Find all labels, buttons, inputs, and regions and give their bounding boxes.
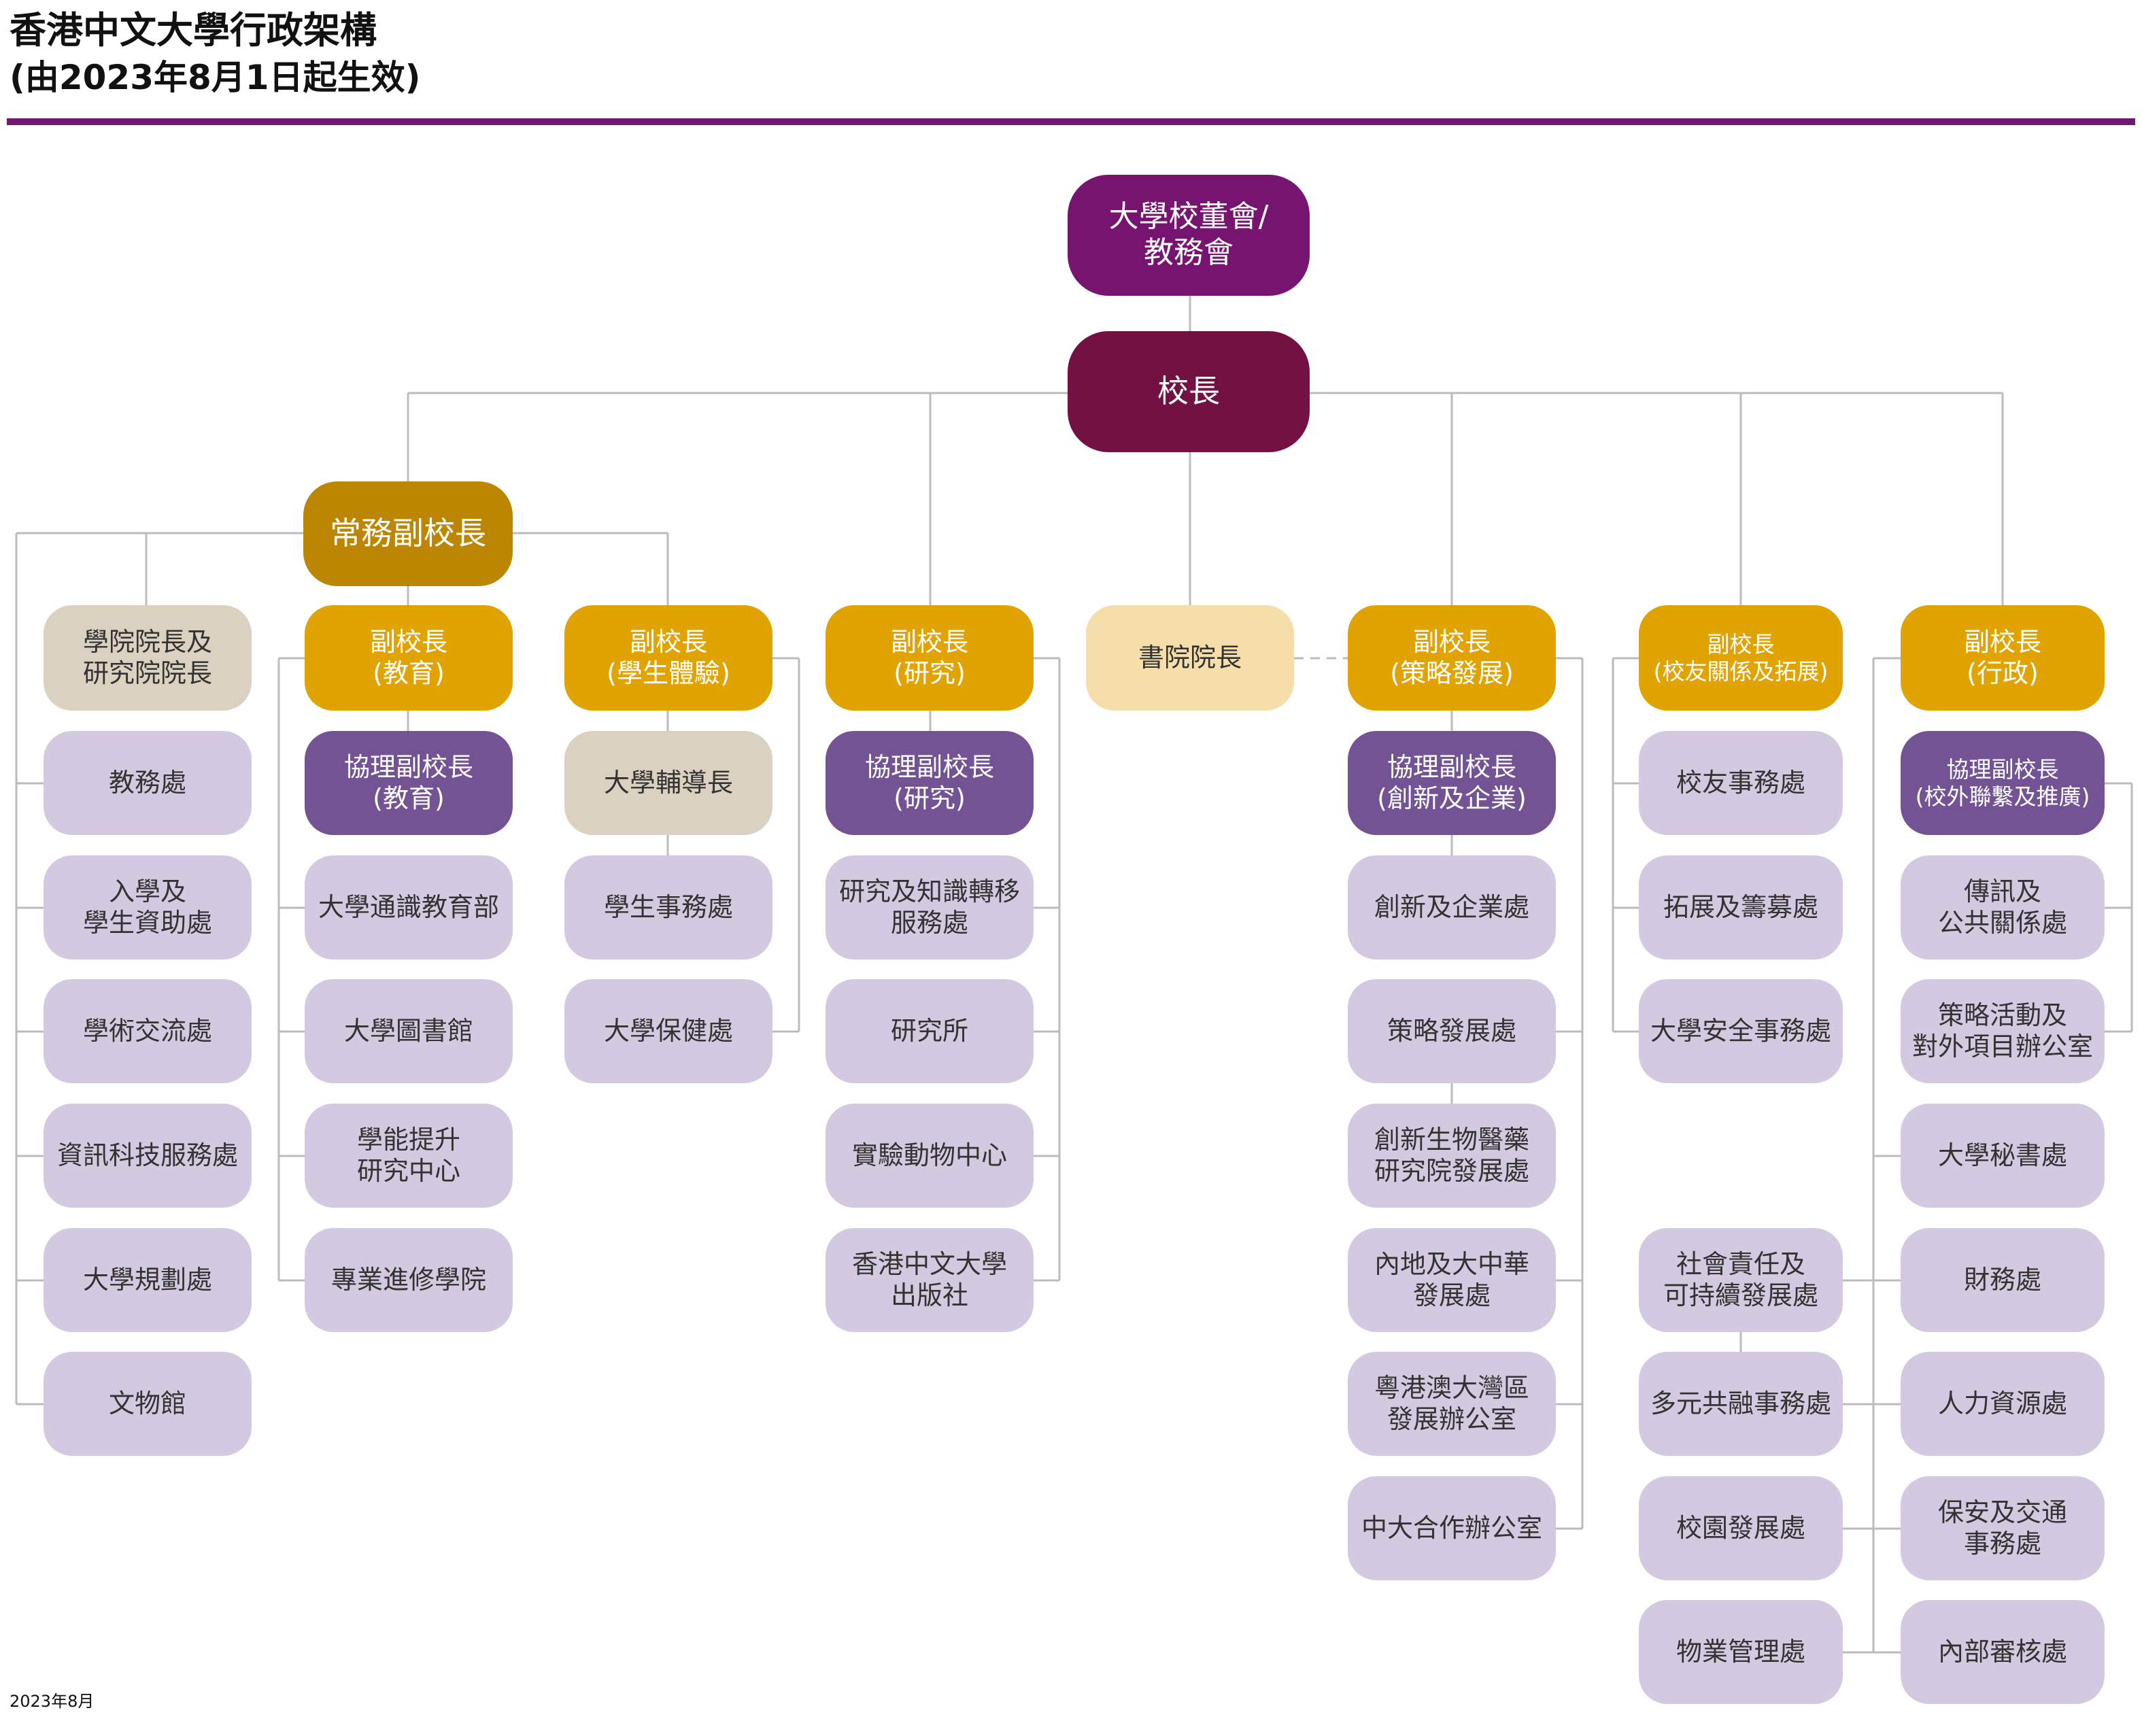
dean-of-students-box: 大學輔導長 (564, 731, 772, 835)
health-service-box: 大學保健處 (564, 979, 772, 1083)
art-museum-box: 文物館 (44, 1352, 252, 1456)
celt-box: 學能提升 研究中心 (305, 1104, 513, 1208)
biomed-box: 創新生物醫藥 研究院發展處 (1348, 1104, 1556, 1208)
campus-development-box: 校園發展處 (1639, 1476, 1843, 1580)
president-box: 校長 (1068, 331, 1310, 452)
finance-box: 財務處 (1901, 1228, 2105, 1332)
admissions-box: 入學及 學生資助處 (44, 855, 252, 959)
lab-animal-box: 實驗動物中心 (826, 1104, 1034, 1208)
institutes-box: 研究所 (826, 979, 1034, 1083)
student-affairs-box: 學生事務處 (564, 855, 772, 959)
gba-box: 粵港澳大灣區 發展辦公室 (1348, 1352, 1556, 1456)
college-heads-box: 書院院長 (1086, 605, 1294, 711)
innovation-office-box: 創新及企業處 (1348, 855, 1556, 959)
general-education-box: 大學通識教育部 (305, 855, 513, 959)
vp-student-box: 副校長 (學生體驗) (564, 605, 772, 711)
academic-links-box: 學術交流處 (44, 979, 252, 1083)
partnership-box: 中大合作辦公室 (1348, 1476, 1556, 1580)
strategy-office-box: 策略發展處 (1348, 979, 1556, 1083)
strategic-events-box: 策略活動及 對外項目辦公室 (1901, 979, 2105, 1083)
vp-education-box: 副校長 (教育) (305, 605, 513, 711)
avp-innovation-box: 協理副校長 (創新及企業) (1348, 731, 1556, 835)
itsc-box: 資訊科技服務處 (44, 1104, 252, 1208)
press-box: 香港中文大學 出版社 (826, 1228, 1034, 1332)
hr-box: 人力資源處 (1901, 1352, 2105, 1456)
csr-box: 社會責任及 可持續發展處 (1639, 1228, 1843, 1332)
communications-box: 傳訊及 公共關係處 (1901, 855, 2105, 959)
security-box: 保安及交通 事務處 (1901, 1476, 2105, 1580)
planning-box: 大學規劃處 (44, 1228, 252, 1332)
secretariat-box: 大學秘書處 (1901, 1104, 2105, 1208)
page-title: 香港中文大學行政架構 (10, 9, 377, 52)
diversity-box: 多元共融事務處 (1639, 1352, 1843, 1456)
avp-education-box: 協理副校長 (教育) (305, 731, 513, 835)
registry-box: 教務處 (44, 731, 252, 835)
footer-date: 2023年8月 (10, 1692, 95, 1711)
deans-box: 學院院長及 研究院院長 (44, 605, 252, 711)
page-subtitle: (由2023年8月1日起生效) (10, 58, 421, 97)
alumni-affairs-box: 校友事務處 (1639, 731, 1843, 835)
vp-admin-box: 副校長 (行政) (1901, 605, 2105, 711)
estates-box: 物業管理處 (1639, 1600, 1843, 1704)
provost-box: 常務副校長 (303, 481, 513, 586)
scs-box: 專業進修學院 (305, 1228, 513, 1332)
audit-box: 內部審核處 (1901, 1600, 2105, 1704)
vp-research-box: 副校長 (研究) (826, 605, 1034, 711)
avp-research-box: 協理副校長 (研究) (826, 731, 1034, 835)
library-box: 大學圖書館 (305, 979, 513, 1083)
title-rule (7, 118, 2135, 125)
avp-external-box: 協理副校長 (校外聯繫及推廣) (1901, 731, 2105, 835)
development-box: 拓展及籌募處 (1639, 855, 1843, 959)
council-box: 大學校董會/ 教務會 (1068, 175, 1310, 296)
safety-box: 大學安全事務處 (1639, 979, 1843, 1083)
mainland-box: 內地及大中華 發展處 (1348, 1228, 1556, 1332)
vp-strategy-box: 副校長 (策略發展) (1348, 605, 1556, 711)
ortks-box: 研究及知識轉移 服務處 (826, 855, 1034, 959)
vp-alumni-box: 副校長 (校友關係及拓展) (1639, 605, 1843, 711)
